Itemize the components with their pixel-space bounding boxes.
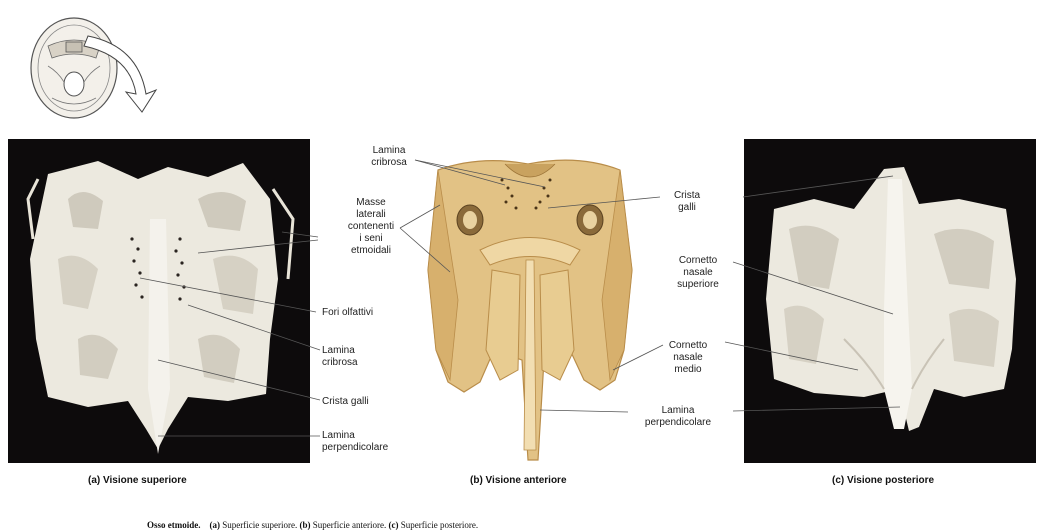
- label-crista-galli-superior: Crista galli: [322, 396, 369, 408]
- label-cornetto-nasale-superiore: Cornetto nasale superiore: [668, 255, 728, 291]
- figure-caption-b-tag: (b): [299, 520, 310, 530]
- label-lamina-cribrosa-superior: Lamina cribrosa: [322, 345, 358, 369]
- figure-caption-title: Osso etmoide.: [147, 520, 201, 530]
- label-lamina-perpendicolare-anterior: Lamina perpendicolare: [628, 405, 728, 429]
- label-masse-laterali: Masse laterali contenenti i seni etmoida…: [340, 197, 402, 257]
- caption-panel-c: (c) Visione posteriore: [832, 475, 934, 486]
- figure-caption-c-tag: (c): [388, 520, 398, 530]
- label-cornetto-nasale-medio: Cornetto nasale medio: [660, 340, 716, 376]
- figure-caption-c-text: Superficie posteriore.: [398, 520, 478, 530]
- label-lamina-perpendicolare-superior: Lamina perpendicolare: [322, 430, 388, 454]
- label-lamina-cribrosa-anterior: Lamina cribrosa: [360, 145, 418, 169]
- figure-caption-a-text: Superficie superiore.: [220, 520, 297, 530]
- figure-caption-a-tag: (a): [210, 520, 221, 530]
- figure-caption-b-text: Superficie anteriore.: [310, 520, 386, 530]
- label-fori-olfattivi: Fori olfattivi: [322, 307, 373, 319]
- figure-caption: Osso etmoide. (a) Superficie superiore. …: [147, 520, 478, 530]
- caption-panel-a: (a) Visione superiore: [88, 475, 187, 486]
- caption-panel-b: (b) Visione anteriore: [470, 475, 567, 486]
- label-crista-galli-anterior: Crista galli: [662, 190, 712, 214]
